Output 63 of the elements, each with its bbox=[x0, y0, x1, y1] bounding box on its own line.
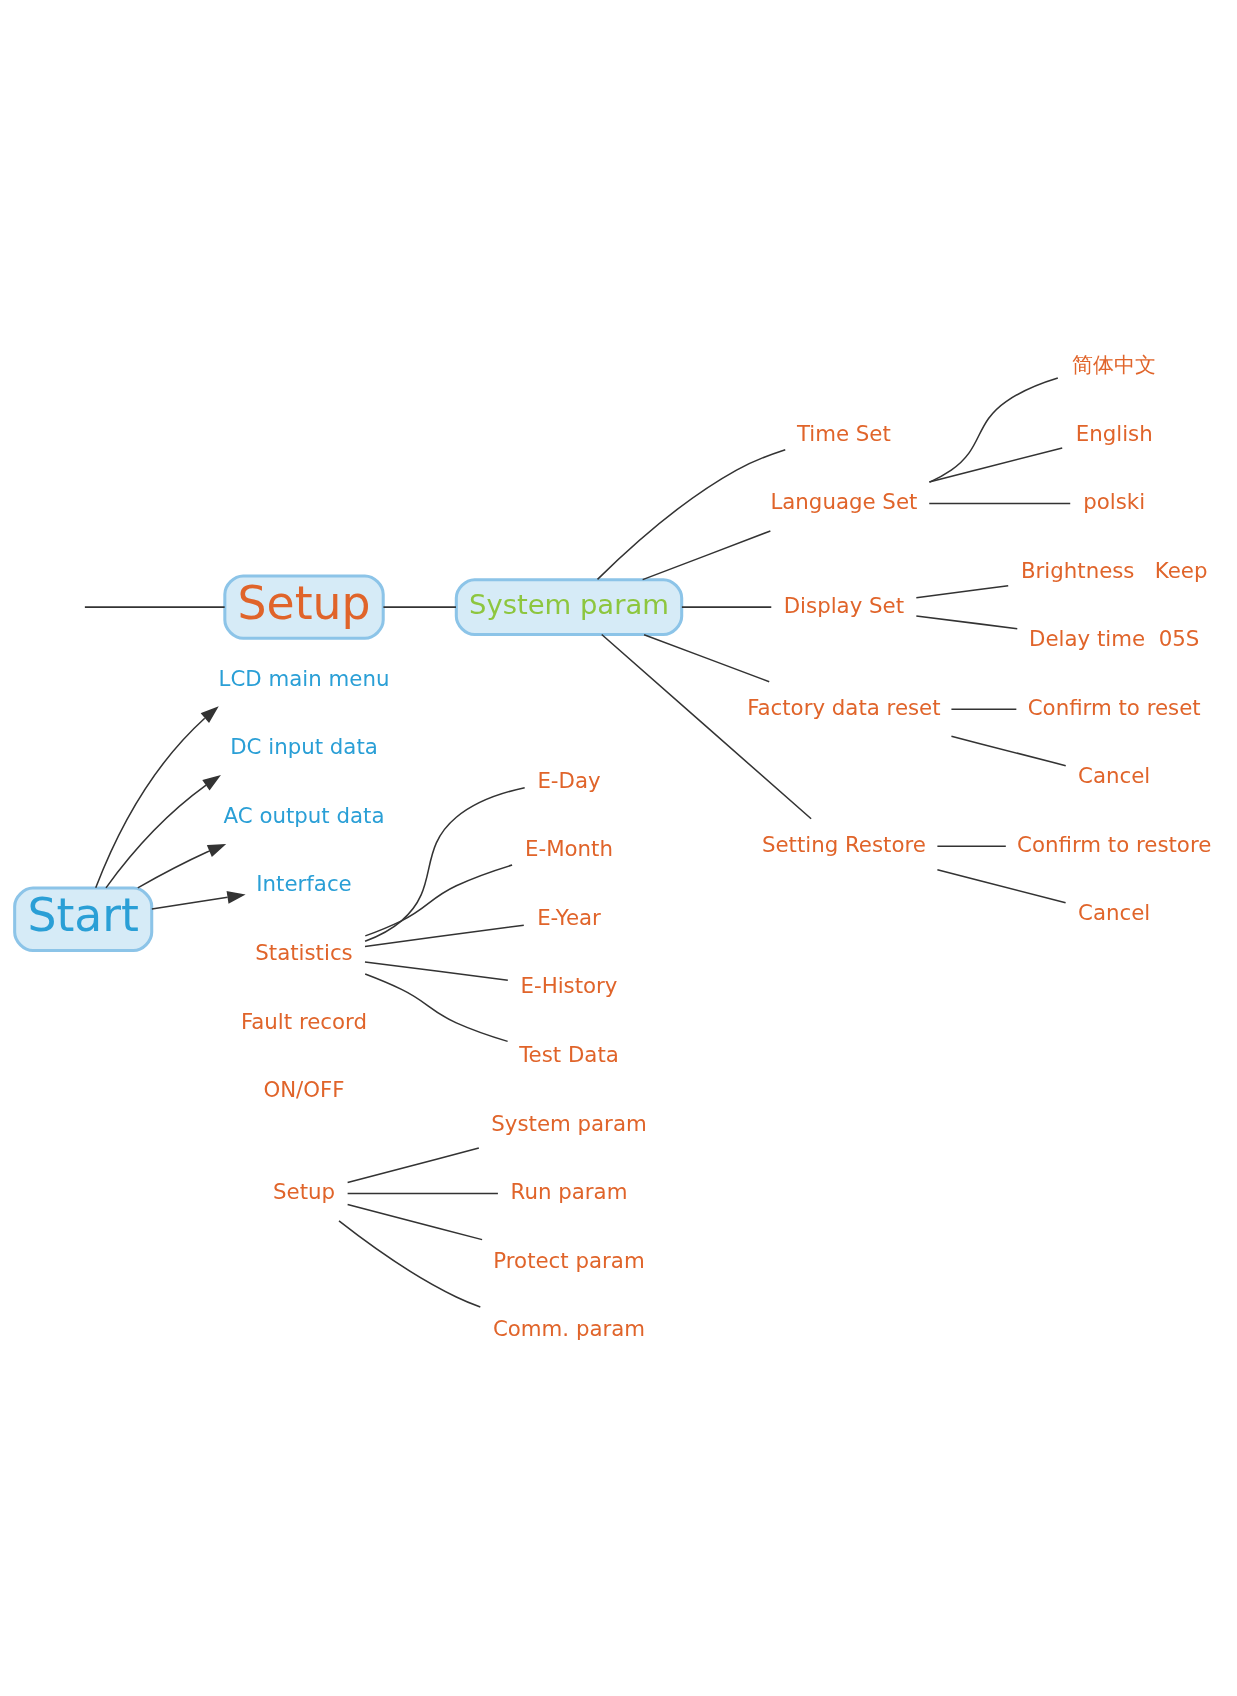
node-text: polski bbox=[1083, 488, 1146, 514]
connector bbox=[600, 633, 812, 819]
node-text: Setup bbox=[273, 1178, 336, 1204]
node-text: Test Data bbox=[519, 1041, 619, 1067]
arrow bbox=[94, 705, 219, 889]
node-text: Time Set bbox=[796, 420, 891, 446]
connector bbox=[338, 1219, 482, 1308]
connector bbox=[936, 868, 1067, 903]
node-text: E-Year bbox=[537, 904, 601, 930]
connector bbox=[364, 786, 526, 942]
node-text: Setting Restore bbox=[761, 831, 926, 857]
node-text: ON/OFF bbox=[263, 1076, 345, 1102]
connector bbox=[84, 605, 226, 608]
node-text: E-History bbox=[520, 972, 618, 998]
connector bbox=[928, 446, 1063, 483]
connector bbox=[364, 923, 525, 947]
node-text: Brightness Keep bbox=[1020, 557, 1208, 583]
node-box: Setup bbox=[223, 573, 385, 640]
node-text: LCD main menu bbox=[218, 665, 390, 691]
node-text: Protect param bbox=[493, 1247, 645, 1273]
connector bbox=[596, 448, 786, 580]
node-text: DC input data bbox=[230, 733, 378, 759]
arrow bbox=[105, 774, 221, 889]
connector bbox=[643, 633, 770, 682]
connector bbox=[364, 972, 509, 1042]
node-text: Language Set bbox=[770, 488, 918, 514]
node-text: English bbox=[1075, 420, 1153, 446]
node-text: Interface bbox=[256, 870, 352, 896]
node-text: Fault record bbox=[241, 1008, 368, 1034]
node-text: System param bbox=[491, 1110, 647, 1136]
node-box: System param bbox=[454, 577, 684, 636]
connector bbox=[928, 502, 1071, 504]
node-text: E-Day bbox=[537, 767, 601, 793]
connector bbox=[346, 1146, 480, 1183]
node-text: AC output data bbox=[223, 802, 385, 828]
node-text: 简体中文 bbox=[1072, 351, 1157, 377]
node-text: Statistics bbox=[255, 939, 353, 965]
connector bbox=[950, 735, 1067, 766]
arrow bbox=[151, 890, 246, 910]
node-text: Run param bbox=[510, 1178, 628, 1204]
connector bbox=[382, 605, 457, 608]
node-text: Cancel bbox=[1078, 899, 1151, 925]
node-text: Factory data reset bbox=[747, 694, 941, 720]
node-text: Comm. param bbox=[492, 1315, 646, 1341]
node-text: Display Set bbox=[783, 592, 905, 618]
node-text: Confirm to reset bbox=[1027, 694, 1201, 720]
connector bbox=[681, 605, 773, 608]
connector bbox=[915, 614, 1019, 629]
node-text: Cancel bbox=[1078, 762, 1151, 788]
connector bbox=[346, 1203, 483, 1240]
node-text: Delay time 05S bbox=[1029, 625, 1200, 651]
arrow bbox=[137, 843, 227, 889]
connector bbox=[936, 844, 1007, 847]
connector bbox=[928, 376, 1059, 483]
node-box: Start bbox=[13, 886, 154, 952]
node-text: E-Month bbox=[525, 835, 613, 861]
connector bbox=[364, 863, 513, 937]
node-text: Confirm to restore bbox=[1017, 831, 1212, 857]
connector bbox=[915, 584, 1009, 599]
connector bbox=[950, 707, 1018, 710]
connector bbox=[641, 529, 772, 580]
connector bbox=[364, 960, 509, 981]
connector bbox=[346, 1192, 499, 1194]
